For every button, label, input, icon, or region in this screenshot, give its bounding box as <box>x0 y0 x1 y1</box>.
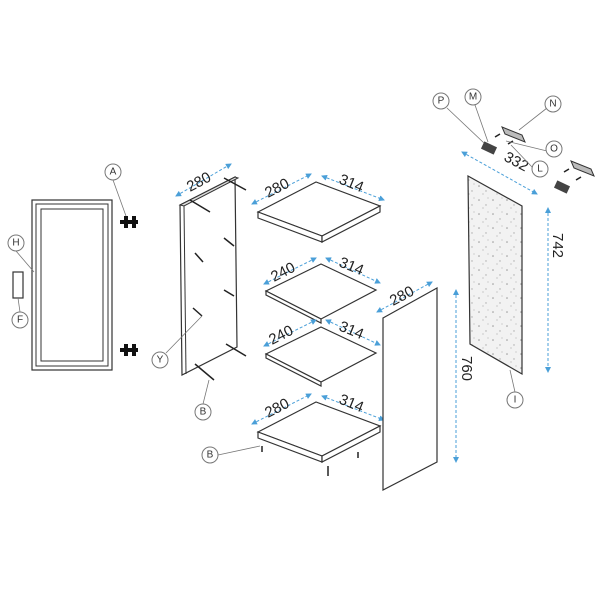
label-B-1: B <box>200 407 207 418</box>
label-M: M <box>469 92 477 103</box>
wall-brackets <box>480 126 595 194</box>
shelf-3: 240 314 <box>263 318 381 387</box>
label-F: F <box>17 315 23 326</box>
door-handle <box>12 271 24 299</box>
dim-back-height: 742 <box>549 233 566 258</box>
label-Y: Y <box>157 355 164 366</box>
label-P: P <box>438 96 445 107</box>
label-L: L <box>537 164 543 175</box>
hinges <box>120 216 138 356</box>
side-panel-right: 280 760 <box>376 281 475 491</box>
label-I: I <box>514 395 517 406</box>
label-N: N <box>549 99 556 110</box>
label-A: A <box>110 167 117 178</box>
label-B-2: B <box>207 450 214 461</box>
dim-side-right-height: 760 <box>458 356 475 381</box>
shelf-2: 240 314 <box>263 254 381 324</box>
part-callouts: A H F Y B B P M N O L I <box>7 88 563 464</box>
door <box>12 199 113 371</box>
label-H: H <box>12 238 19 249</box>
shelf-1: 280 314 <box>251 171 385 243</box>
label-O: O <box>550 144 558 155</box>
back-panel: 332 742 <box>461 149 566 376</box>
shelf-4: 280 314 <box>251 391 385 476</box>
side-panel-left: 280 <box>175 163 247 381</box>
